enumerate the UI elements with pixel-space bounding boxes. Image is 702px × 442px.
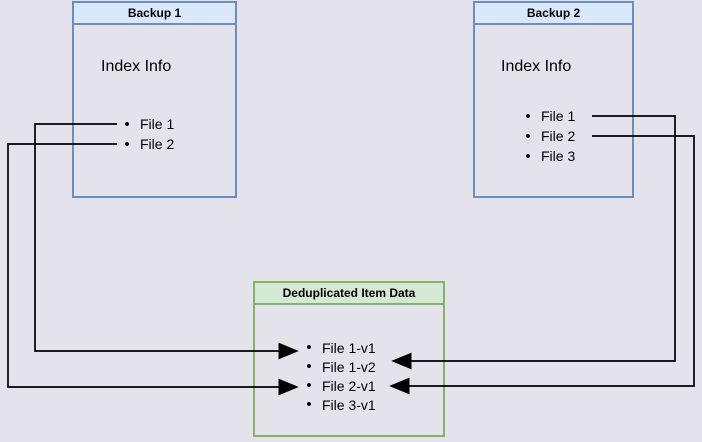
file-label: File 2 <box>140 136 175 152</box>
bullet-icon <box>302 358 316 375</box>
bullet-icon <box>302 377 316 394</box>
file-label: File 3 <box>541 148 576 164</box>
list-item: File 2 <box>120 134 174 154</box>
bullet-icon <box>302 396 316 413</box>
backup1-title: Backup 1 <box>74 3 235 25</box>
bullet-icon <box>521 128 535 145</box>
dedup-box: Deduplicated Item Data File 1-v1 File 1-… <box>253 281 445 437</box>
file-label: File 1-v2 <box>322 358 376 375</box>
backup2-title: Backup 2 <box>475 3 632 25</box>
dedup-title: Deduplicated Item Data <box>255 283 443 305</box>
list-item: File 1 <box>120 114 174 134</box>
file-label: File 3-v1 <box>322 396 376 413</box>
list-item: File 2 <box>521 126 575 146</box>
file-label: File 1 <box>140 116 175 132</box>
bullet-icon <box>120 136 134 153</box>
list-item: File 2-v1 <box>302 376 376 395</box>
backup2-box: Backup 2 Index Info File 1 File 2 File 3 <box>473 1 634 198</box>
dedup-file-list: File 1-v1 File 1-v2 File 2-v1 File 3-v1 <box>302 338 376 414</box>
backup1-index-info-label: Index Info <box>101 58 172 75</box>
backup1-box: Backup 1 Index Info File 1 File 2 <box>72 1 237 198</box>
list-item: File 3 <box>521 146 575 166</box>
file-label: File 2 <box>541 128 576 144</box>
file-label: File 1 <box>541 108 576 124</box>
backup2-file-list: File 1 File 2 File 3 <box>521 106 575 166</box>
bullet-icon <box>521 108 535 125</box>
backup2-index-info-label: Index Info <box>501 58 572 75</box>
list-item: File 1 <box>521 106 575 126</box>
bullet-icon <box>302 339 316 356</box>
bullet-icon <box>521 148 535 165</box>
list-item: File 3-v1 <box>302 395 376 414</box>
list-item: File 1-v2 <box>302 357 376 376</box>
list-item: File 1-v1 <box>302 338 376 357</box>
file-label: File 1-v1 <box>322 339 376 356</box>
bullet-icon <box>120 116 134 133</box>
file-label: File 2-v1 <box>322 377 376 394</box>
backup1-file-list: File 1 File 2 <box>120 114 174 154</box>
